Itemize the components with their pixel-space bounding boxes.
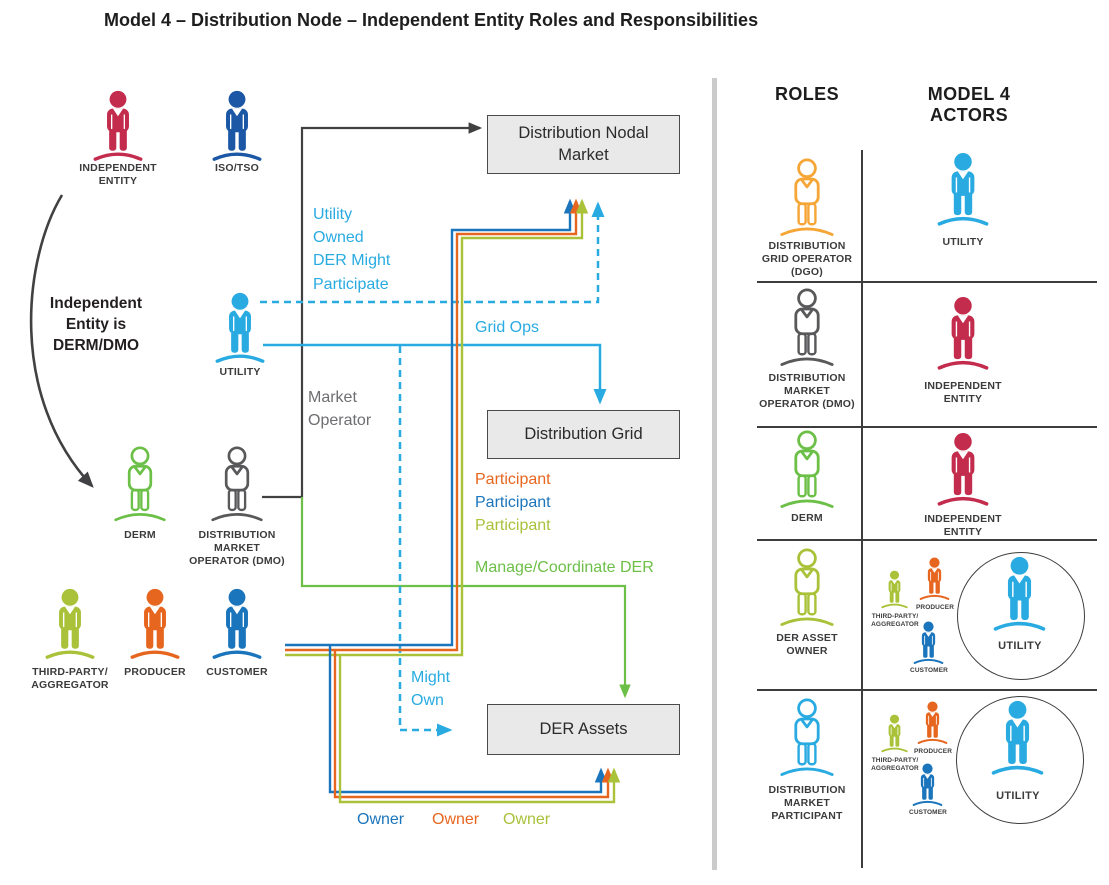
customer-icon — [210, 588, 264, 664]
der-asset-owner-role-icon — [777, 548, 837, 632]
manage-coordinate-der-note: Manage/Coordinate DER — [475, 559, 654, 576]
utility-owned-der-note: Utility Owned DER Might Participate — [313, 206, 391, 293]
section-divider — [712, 78, 717, 870]
independent-entity-icon — [91, 90, 145, 166]
row2-independent-entity-icon — [935, 296, 991, 375]
row3-independent-entity-label: INDEPENDENT ENTITY — [924, 513, 1002, 538]
dgo-role-icon — [777, 158, 837, 242]
utility-owned-der-dashed-line — [260, 201, 605, 304]
manage-coordinate-der-line — [300, 497, 631, 699]
dist-market-participant-role-icon — [777, 698, 837, 782]
row1-utility-icon — [935, 152, 991, 231]
participant-aggregator-note: Participant — [475, 517, 551, 534]
independent-entity-curved-arrow — [29, 194, 94, 488]
der-assets-box: DER Assets — [487, 704, 680, 755]
panel-row-divider-4 — [757, 689, 1097, 691]
participant-customer-note: Participant — [475, 494, 551, 511]
third-party-aggregator-label: THIRD-PARTY/ AGGREGATOR — [31, 666, 109, 691]
customer-market-line — [285, 198, 577, 647]
independent-entity-note: Independent Entity is DERM/DMO — [49, 295, 143, 354]
panel-row-divider-2 — [757, 426, 1097, 428]
row4-customer-label: CUSTOMER — [910, 667, 948, 674]
dmo-icon — [208, 446, 266, 527]
row4-circled-utility-icon — [991, 556, 1048, 636]
customer-label: CUSTOMER — [206, 666, 268, 678]
utility-label: UTILITY — [219, 366, 261, 378]
customer-der-line — [328, 645, 608, 794]
der-asset-owner-role-label: DER ASSET OWNER — [776, 632, 838, 657]
distribution-nodal-market-box: Distribution Nodal Market — [487, 115, 680, 174]
row5-producer-label: PRODUCER — [914, 748, 952, 755]
aggregator-market-line — [285, 198, 589, 657]
row4-third-party-label: THIRD-PARTY/ AGGREGATOR — [871, 613, 919, 628]
owner-producer-note: Owner — [432, 811, 480, 828]
panel-row-divider-1 — [757, 281, 1097, 283]
derm-icon — [111, 446, 169, 527]
derm-label: DERM — [124, 529, 156, 541]
owner-customer-note: Owner — [357, 811, 405, 828]
producer-market-line — [285, 198, 583, 652]
row4-circled-utility-label: UTILITY — [998, 640, 1042, 652]
dist-market-participant-role-label: DISTRIBUTION MARKET PARTICIPANT — [768, 784, 846, 822]
participant-producer-note: Participant — [475, 471, 551, 488]
dmo-role-icon — [777, 288, 837, 372]
producer-label: PRODUCER — [124, 666, 186, 678]
owner-aggregator-note: Owner — [503, 811, 551, 828]
iso-tso-icon — [210, 90, 264, 166]
might-own-dashed-line — [398, 346, 453, 737]
row3-independent-entity-icon — [935, 432, 991, 511]
row5-circled-utility-icon — [989, 700, 1046, 780]
third-party-aggregator-icon — [43, 588, 97, 664]
row5-third-party-label: THIRD-PARTY/ AGGREGATOR — [871, 757, 919, 772]
roles-header: ROLES — [774, 84, 839, 104]
independent-entity-label: INDEPENDENT ENTITY — [79, 162, 157, 187]
row5-customer-label: CUSTOMER — [909, 809, 947, 816]
iso-tso-label: ISO/TSO — [215, 162, 259, 174]
grid-ops-note: Grid Ops — [475, 319, 540, 336]
grid-ops-line — [263, 343, 607, 405]
producer-icon — [128, 588, 182, 664]
market-operator-line — [262, 122, 483, 499]
row5-circled-utility-label: UTILITY — [996, 790, 1040, 802]
dgo-role-label: DISTRIBUTION GRID OPERATOR (DGO) — [761, 240, 853, 278]
row5-producer-icon — [916, 701, 949, 747]
utility-icon — [213, 292, 267, 368]
panel-column-divider — [861, 150, 863, 868]
dmo-label: DISTRIBUTION MARKET OPERATOR (DMO) — [189, 529, 285, 567]
market-operator-note: Market Operator — [308, 389, 372, 430]
dmo-role-label: DISTRIBUTION MARKET OPERATOR (DMO) — [759, 372, 855, 410]
derm-role-icon — [777, 430, 837, 514]
row2-independent-entity-label: INDEPENDENT ENTITY — [924, 380, 1002, 405]
row1-utility-label: UTILITY — [942, 236, 984, 248]
might-own-note: Might Own — [411, 669, 451, 710]
derm-role-label: DERM — [791, 512, 823, 524]
distribution-grid-box: Distribution Grid — [487, 410, 680, 459]
row4-producer-label: PRODUCER — [916, 604, 954, 611]
row4-producer-icon — [918, 557, 951, 603]
page-title: Model 4 – Distribution Node – Independen… — [104, 10, 759, 30]
model4-actors-header: MODEL 4 ACTORS — [927, 84, 1011, 125]
aggregator-der-line — [338, 655, 621, 804]
producer-der-line — [333, 650, 615, 799]
panel-row-divider-3 — [757, 539, 1097, 541]
